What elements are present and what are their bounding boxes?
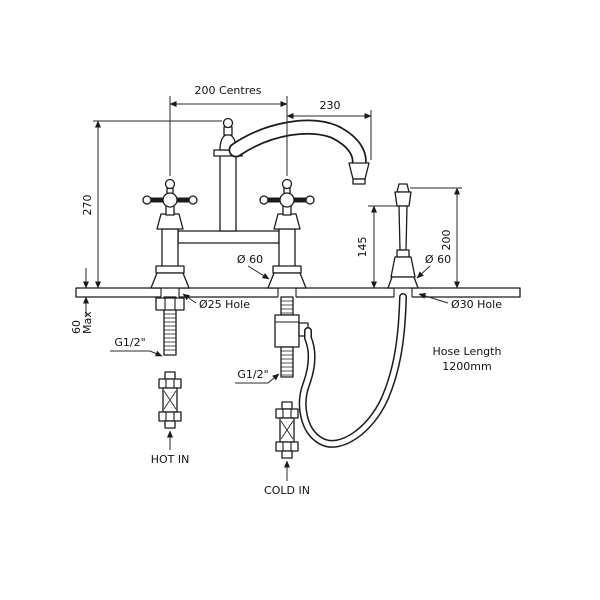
dim-200-centres-label: 200 Centres [194, 84, 261, 97]
aerator [352, 178, 366, 185]
hose-length-line2: 1200mm [442, 360, 491, 373]
dim-dia60-spray: Ø 60 [416, 253, 451, 279]
dim-60-max-suffix: Max [81, 311, 94, 334]
finial-ball [222, 117, 234, 129]
hot-check-valve [158, 371, 182, 429]
cold-in-callout: COLD IN [264, 460, 310, 497]
dim-60-max-value: 60 [70, 320, 83, 334]
dim-60-max: 60 Max [70, 268, 94, 334]
dim-hole25-label: Ø25 Hole [199, 298, 250, 311]
spout-column [213, 117, 243, 232]
dim-270-label: 270 [81, 195, 94, 216]
spout-nozzle [348, 162, 370, 180]
spray-nozzle-tip [396, 183, 410, 193]
bridge-tube [177, 230, 280, 244]
hot-in-label: HOT IN [151, 453, 190, 466]
bridge-mixer-tap [142, 117, 370, 289]
tap-hole-left [161, 287, 179, 298]
dim-thread-cold: G1/2" [235, 368, 280, 384]
dimensions: 200 Centres 230 270 145 [70, 84, 502, 497]
left-pillar [142, 178, 198, 289]
cold-cross-handle [259, 178, 315, 208]
spray-holder [390, 256, 416, 278]
dim-145: 145 [356, 205, 398, 289]
hand-spray [387, 183, 419, 289]
dim-230: 230 [286, 99, 372, 160]
hot-in-callout: HOT IN [151, 430, 190, 466]
swan-neck-spout [228, 119, 370, 185]
dim-200-right-label: 200 [440, 230, 453, 251]
hot-inlet-tail [155, 296, 185, 356]
cold-check-valve [275, 401, 299, 459]
dim-dia60-tap-label: Ø 60 [237, 253, 263, 266]
spray-hose [298, 293, 407, 448]
dim-hole30-label: Ø30 Hole [451, 298, 502, 311]
dim-dia60-spray-label: Ø 60 [425, 253, 451, 266]
dim-200-right: 200 [410, 187, 462, 289]
hot-cross-handle [142, 178, 198, 208]
hose-length-note: Hose Length 1200mm [433, 345, 502, 373]
dim-hole25: Ø25 Hole [182, 293, 250, 311]
dim-200-centres: 200 Centres [169, 84, 288, 176]
thread-hot-label: G1/2" [114, 336, 145, 349]
dim-hole30: Ø30 Hole [418, 293, 502, 311]
right-pillar [259, 178, 315, 289]
dim-thread-hot: G1/2" [110, 336, 163, 357]
dim-145-label: 145 [356, 237, 369, 258]
hose-length-line1: Hose Length [433, 345, 502, 358]
thread-cold-label: G1/2" [237, 368, 268, 381]
cold-in-label: COLD IN [264, 484, 310, 497]
spray-hole [394, 287, 412, 298]
dim-dia60-tap: Ø 60 [237, 253, 270, 280]
tap-hole-right [278, 287, 296, 298]
cold-inlet-assembly [274, 296, 309, 378]
dim-270: 270 [81, 120, 222, 289]
dim-230-label: 230 [320, 99, 341, 112]
